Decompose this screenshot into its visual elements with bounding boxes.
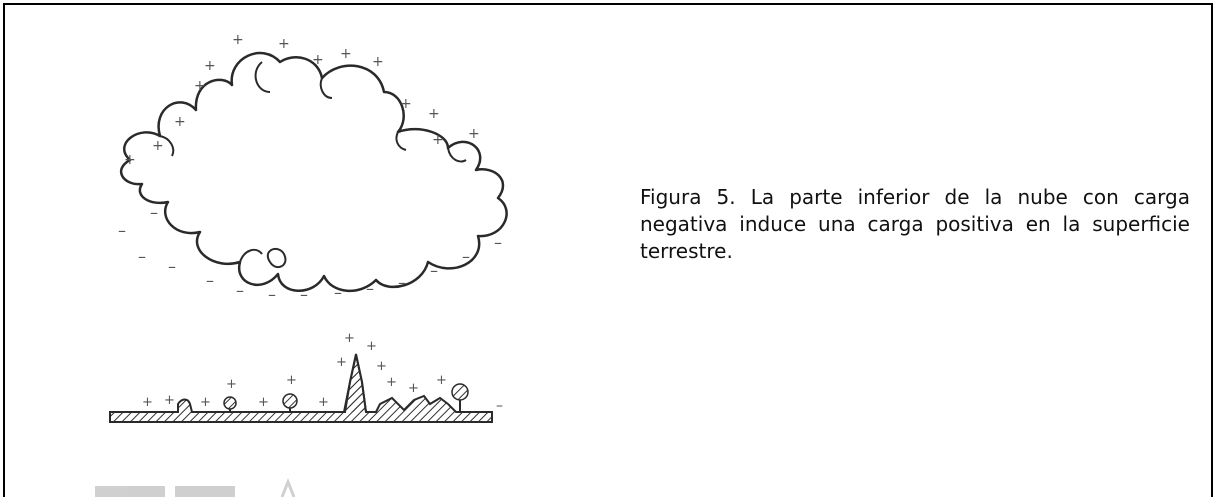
svg-text:–: –	[118, 221, 126, 240]
svg-text:+: +	[366, 339, 377, 354]
svg-text:+: +	[232, 32, 244, 48]
svg-text:+: +	[376, 359, 387, 374]
svg-text:+: +	[152, 138, 164, 154]
figure-caption: Figura 5. La parte inferior de la nube c…	[640, 185, 1190, 263]
svg-text:–: –	[300, 285, 308, 304]
cloud-shape	[119, 51, 508, 293]
figure-frame	[3, 3, 1213, 497]
cloud-positive-charges: + + + + + + + + + + + + + +	[124, 32, 480, 168]
svg-text:+: +	[164, 393, 175, 408]
svg-text:+: +	[340, 46, 352, 62]
svg-text:–: –	[462, 247, 470, 266]
svg-text:+: +	[408, 381, 419, 396]
ground-positive-charges: + + + + + + + + + + + + + + –	[142, 331, 503, 414]
svg-text:+: +	[386, 375, 397, 390]
svg-text:+: +	[318, 395, 329, 410]
svg-text:–: –	[150, 203, 158, 222]
svg-text:–: –	[236, 281, 244, 300]
svg-text:+: +	[372, 54, 384, 70]
cropped-figure-label	[95, 477, 296, 497]
svg-text:+: +	[336, 355, 347, 370]
svg-text:+: +	[312, 52, 324, 68]
svg-text:+: +	[468, 126, 480, 142]
svg-text:+: +	[124, 152, 136, 168]
svg-text:+: +	[432, 132, 444, 148]
svg-text:–: –	[168, 257, 176, 276]
svg-text:+: +	[278, 36, 290, 52]
svg-text:+: +	[174, 114, 186, 130]
svg-text:–: –	[206, 271, 214, 290]
svg-text:–: –	[334, 283, 342, 302]
ground-surface	[109, 353, 493, 423]
svg-text:–: –	[398, 273, 406, 292]
svg-text:–: –	[138, 247, 146, 266]
svg-text:+: +	[428, 106, 440, 122]
svg-text:–: –	[496, 398, 503, 414]
svg-text:+: +	[226, 377, 237, 392]
cloud-negative-charges: – – – – – – – – – – – – – –	[118, 203, 502, 304]
svg-text:+: +	[194, 78, 206, 94]
svg-text:–: –	[268, 285, 276, 304]
svg-text:–: –	[430, 261, 438, 280]
svg-text:+: +	[200, 395, 211, 410]
svg-text:+: +	[258, 395, 269, 410]
svg-text:+: +	[344, 331, 355, 346]
svg-text:–: –	[494, 233, 502, 252]
svg-text:+: +	[400, 96, 412, 112]
svg-text:+: +	[286, 373, 297, 388]
cloud-ground-illustration: + + + + + + + + + + + + + + – – – – – – …	[95, 32, 508, 497]
svg-text:+: +	[142, 395, 153, 410]
svg-text:–: –	[366, 279, 374, 298]
svg-text:+: +	[436, 373, 447, 388]
svg-text:+: +	[204, 58, 216, 74]
